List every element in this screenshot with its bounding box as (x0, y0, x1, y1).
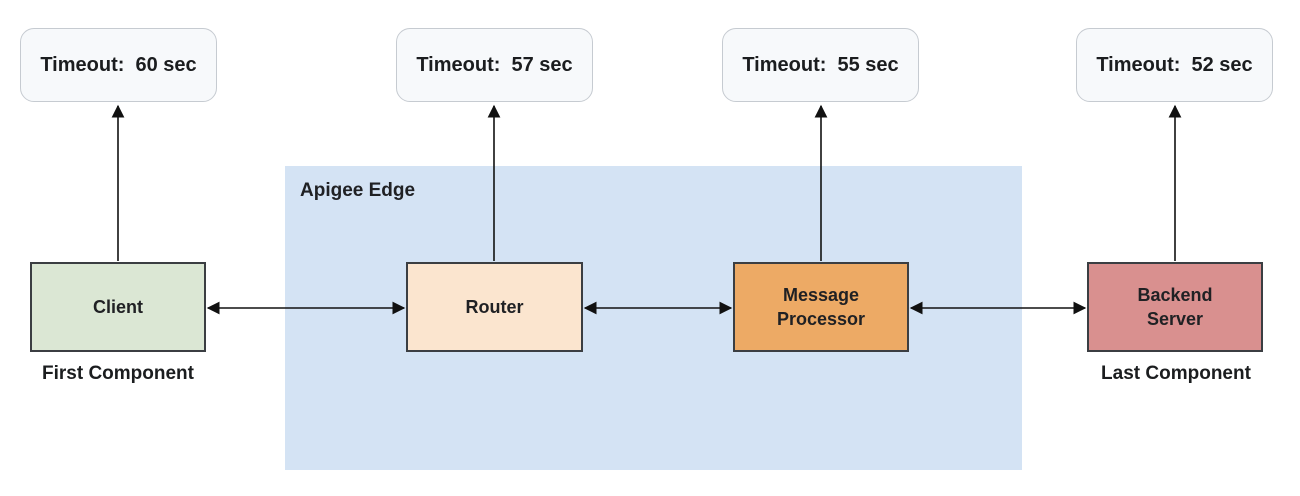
last-component-label: Last Component (1101, 363, 1251, 384)
timeout-badge-message-processor: Timeout: 55 sec (722, 28, 919, 102)
apigee-edge-region: Apigee Edge (285, 166, 1022, 470)
timeout-badge-client: Timeout: 60 sec (20, 28, 217, 102)
node-client: Client (30, 262, 206, 352)
timeout-text-client: Timeout: 60 sec (40, 53, 197, 76)
node-backend-server: Backend Server (1087, 262, 1263, 352)
node-label-backend-server: Backend Server (1137, 284, 1213, 329)
node-label-router: Router (465, 296, 524, 317)
first-component-label: First Component (42, 363, 194, 384)
node-router: Router (406, 262, 583, 352)
timeout-badge-router: Timeout: 57 sec (396, 28, 593, 102)
node-message-processor: Message Processor (733, 262, 909, 352)
node-label-client: Client (92, 296, 143, 317)
timeout-text-message-processor: Timeout: 55 sec (742, 53, 899, 76)
apigee-edge-label: Apigee Edge (300, 180, 416, 201)
timeout-text-backend-server: Timeout: 52 sec (1096, 53, 1253, 76)
timeout-text-router: Timeout: 57 sec (416, 53, 573, 76)
timeout-badge-backend-server: Timeout: 52 sec (1076, 28, 1273, 102)
node-label-message-processor: Message Processor (776, 284, 866, 329)
